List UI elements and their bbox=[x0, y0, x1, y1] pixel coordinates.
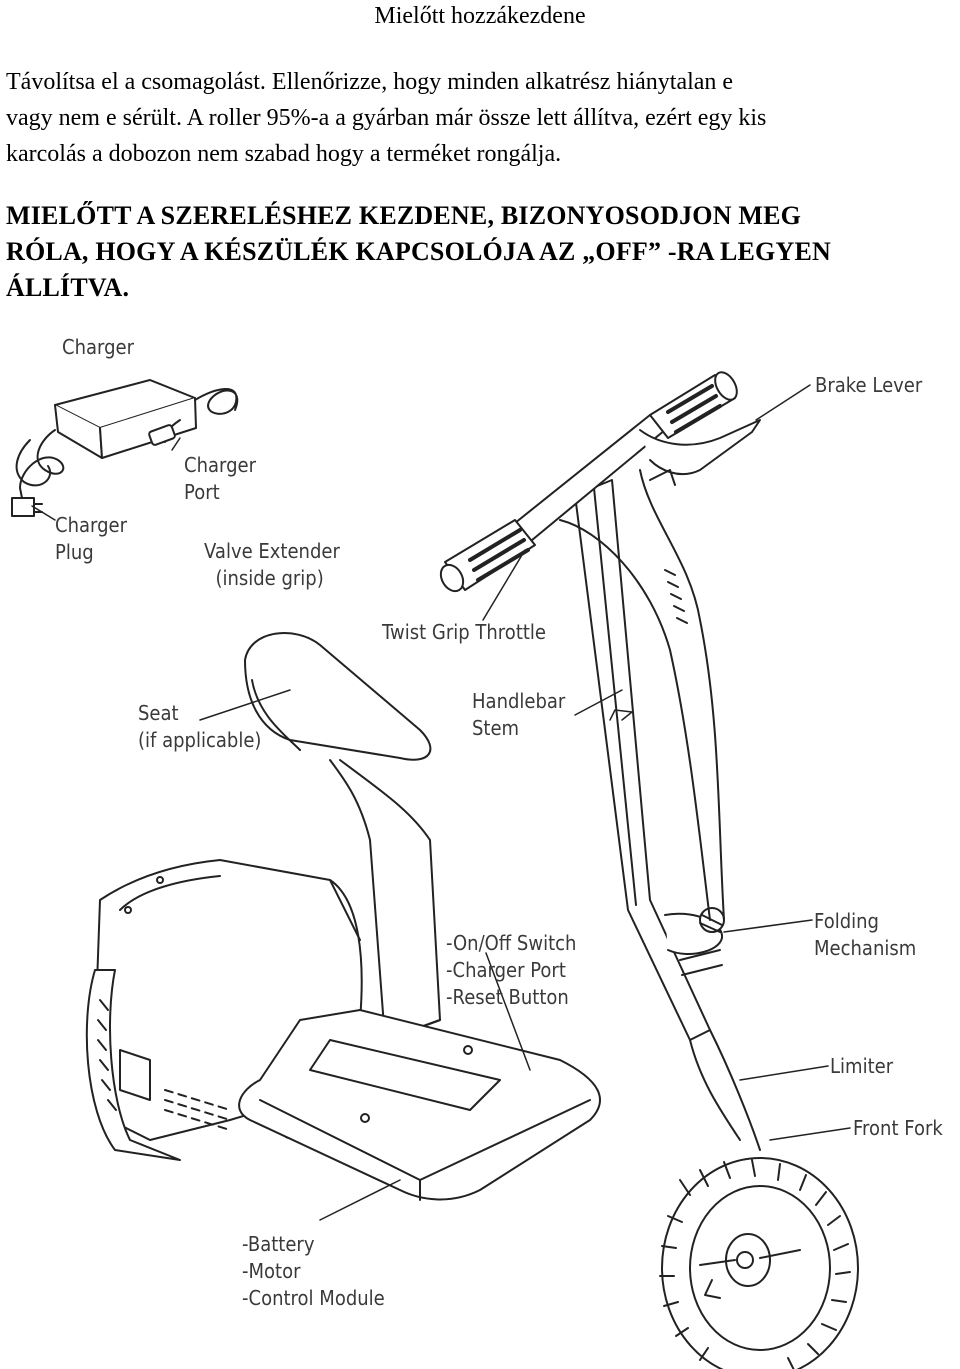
warning-line: ÁLLÍTVA. bbox=[6, 273, 130, 302]
intro-paragraph: Távolítsa el a csomagolást. Ellenőrizze,… bbox=[6, 64, 951, 172]
label-battery-group: -Battery -Motor -Control Module bbox=[242, 1232, 385, 1310]
front-wheel-drawing bbox=[659, 1157, 859, 1369]
label-seat: Seat (if applicable) bbox=[138, 701, 262, 752]
handlebar-drawing bbox=[439, 371, 761, 593]
label-switch-group: -On/Off Switch -Charger Port -Reset Butt… bbox=[446, 931, 577, 1009]
leader-lines bbox=[31, 384, 851, 1221]
label-brake-lever: Brake Lever bbox=[815, 373, 923, 397]
label-limiter: Limiter bbox=[830, 1054, 894, 1078]
label-folding-mechanism: Folding Mechanism bbox=[814, 909, 917, 960]
page-title: Mielőtt hozzákezdene bbox=[374, 3, 586, 29]
scooter-parts-diagram: Charger Charger Port Charger Plug Valve … bbox=[0, 320, 960, 1369]
cable-drawing bbox=[559, 469, 725, 921]
warning-line: RÓLA, HOGY A KÉSZÜLÉK KAPCSOLÓJA AZ „OFF… bbox=[6, 237, 831, 266]
scooter-illustration bbox=[11, 371, 859, 1369]
intro-line: karcolás a dobozon nem szabad hogy a ter… bbox=[6, 141, 562, 167]
label-twist-grip-throttle: Twist Grip Throttle bbox=[382, 620, 547, 644]
deck-drawing bbox=[238, 1009, 601, 1201]
intro-line: Távolítsa el a csomagolást. Ellenőrizze,… bbox=[6, 69, 734, 95]
warning-line: MIELŐTT A SZERELÉSHEZ KEZDENE, BIZONYOSO… bbox=[6, 201, 802, 230]
label-front-fork: Front Fork bbox=[853, 1116, 943, 1140]
label-charger-plug: Charger Plug bbox=[55, 513, 127, 564]
intro-line: vagy nem e sérült. A roller 95%-a a gyár… bbox=[6, 105, 767, 131]
stem-drawing bbox=[574, 479, 761, 1151]
label-charger-port: Charger Port bbox=[184, 453, 256, 504]
warning-notice: MIELŐTT A SZERELÉSHEZ KEZDENE, BIZONYOSO… bbox=[6, 198, 951, 306]
rear-wheel-drawing bbox=[85, 969, 181, 1161]
charger-drawing bbox=[11, 379, 239, 517]
label-handlebar-stem: Handlebar Stem bbox=[472, 689, 566, 740]
label-charger: Charger bbox=[62, 335, 134, 359]
label-valve-extender: Valve Extender (inside grip) bbox=[204, 539, 340, 590]
